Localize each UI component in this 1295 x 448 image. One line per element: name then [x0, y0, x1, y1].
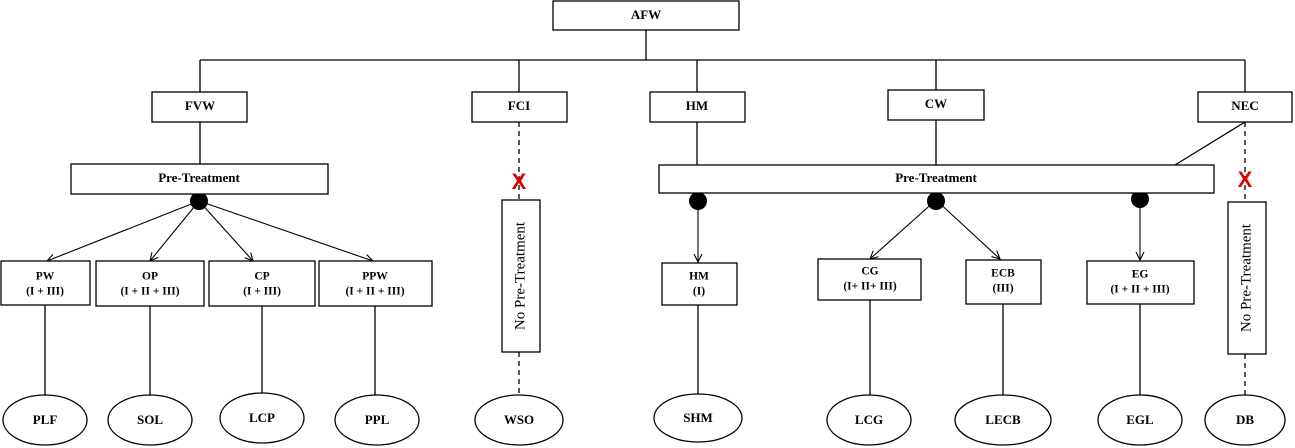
product-plf: PLF [2, 394, 88, 446]
intermediate-name: PW [36, 271, 55, 283]
connectors [44, 30, 1246, 398]
intermediate-name: HM [689, 271, 709, 283]
product-lcg: LCG [826, 394, 912, 446]
root-label: AFW [631, 7, 661, 22]
product-db: DB [1204, 394, 1286, 446]
intermediate-sub: (I + II + III) [1110, 284, 1169, 296]
intermediate-sub: (I + III) [243, 286, 281, 298]
product-label: DB [1236, 412, 1254, 427]
intermediate-sub: (III) [992, 283, 1013, 295]
blocked-x-icon: X [512, 169, 527, 194]
product-sol: SOL [107, 394, 193, 446]
blocked-x-icon: X [1238, 167, 1253, 192]
pretreatment-right: Pre-Treatment [658, 164, 1215, 194]
product-lecb: LECB [954, 394, 1052, 446]
intermediate-cg: CG (I+ II+ III) [817, 258, 922, 301]
category-fvw: FVW [151, 91, 248, 123]
intermediate-sub: (I) [693, 286, 705, 298]
product-label: LECB [985, 412, 1021, 427]
intermediate-name: OP [142, 271, 158, 283]
intermediate-pw: PW (I + III) [0, 260, 91, 306]
product-label: PLF [33, 412, 58, 427]
product-label: EGL [1126, 412, 1154, 427]
pretreatment-label: Pre-Treatment [158, 170, 240, 185]
intermediate-cp: CP (I + III) [208, 260, 316, 307]
intermediate-hm: HM (I) [661, 262, 738, 306]
intermediate-op: OP (I + II + III) [95, 260, 205, 307]
intermediate-name: CG [861, 266, 878, 278]
intermediate-name: CP [254, 271, 269, 283]
intermediate-sub: (I + II + III) [120, 286, 179, 298]
product-label: LCP [249, 410, 275, 425]
product-wso: WSO [474, 394, 564, 446]
no-pretreatment-label: No Pre-Treatment [512, 221, 528, 330]
root-node-afw: AFW [552, 0, 740, 31]
category-hm: HM [649, 91, 746, 123]
category-cw: CW [887, 89, 985, 121]
product-label: LCG [855, 412, 883, 427]
category-fci: FCI [471, 91, 568, 123]
product-lcp: LCP [219, 392, 305, 444]
category-label: NEC [1231, 98, 1258, 113]
product-label: WSO [504, 412, 534, 427]
intermediate-sub: (I + III) [26, 286, 64, 298]
category-label: FVW [185, 98, 215, 113]
category-label: CW [925, 96, 947, 111]
intermediate-name: ECB [991, 268, 1015, 280]
intermediate-ppw: PPW (I + II + III) [318, 260, 433, 307]
intermediate-sub: (I + II + III) [345, 286, 404, 298]
category-nec: NEC [1197, 91, 1293, 123]
product-ppl: PPL [334, 394, 420, 446]
intermediate-sub: (I+ II+ III) [843, 281, 897, 293]
no-pretreatment-nec: No Pre-Treatment [1227, 201, 1267, 355]
intermediate-name: EG [1132, 269, 1149, 281]
no-pretreatment-label: No Pre-Treatment [1238, 223, 1254, 332]
product-shm: SHM [653, 393, 743, 443]
pretreatment-label: Pre-Treatment [895, 170, 977, 185]
pretreatment-left: Pre-Treatment [70, 163, 329, 195]
intermediate-name: PPW [362, 271, 388, 283]
no-pretreatment-fci: No Pre-Treatment [501, 199, 541, 353]
product-egl: EGL [1097, 394, 1183, 446]
junction-dots [190, 190, 1149, 210]
category-label: HM [686, 98, 708, 113]
product-label: SHM [683, 410, 713, 425]
product-label: PPL [365, 412, 390, 427]
category-label: FCI [508, 98, 530, 113]
intermediate-ecb: ECB (III) [965, 259, 1042, 305]
product-label: SOL [137, 412, 163, 427]
intermediate-eg: EG (I + II + III) [1086, 260, 1195, 305]
